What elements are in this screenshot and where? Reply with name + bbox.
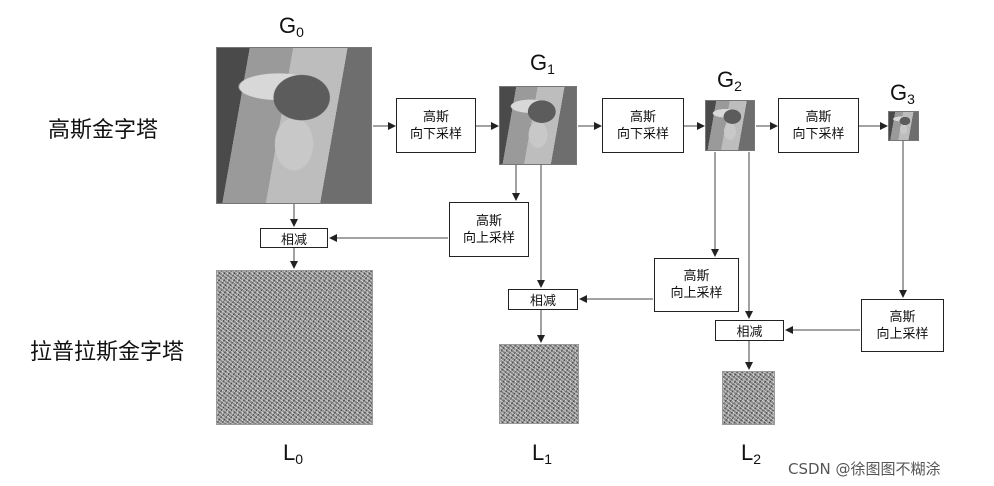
downsample-box-3: 高斯 向下采样 [778, 98, 859, 153]
subtract-box-1-label: 相减 [529, 294, 556, 309]
downsample-box-1: 高斯 向下采样 [396, 98, 476, 153]
laplacian-image-l2 [722, 371, 775, 425]
g3-label: G3 [890, 80, 915, 107]
downsample-box-3-line1: 高斯 [805, 109, 832, 125]
upsample-box-3: 高斯 向上采样 [861, 299, 944, 352]
g1-label: G1 [530, 50, 555, 77]
l2-label: L2 [741, 440, 761, 467]
l0-letter: L [283, 440, 296, 465]
upsample-box-2-line1: 高斯 [683, 269, 710, 284]
l1-index: 1 [544, 451, 553, 467]
g1-letter: G [530, 50, 548, 75]
l0-index: 0 [295, 451, 304, 467]
g1-index: 1 [547, 61, 555, 77]
gaussian-image-g1 [499, 86, 577, 165]
l2-index: 2 [753, 451, 762, 467]
upsample-box-1-line2: 向上采样 [462, 230, 515, 246]
downsample-box-1-line2: 向下采样 [409, 126, 462, 142]
gaussian-image-g0 [216, 47, 372, 204]
downsample-box-2-line2: 向下采样 [616, 126, 669, 142]
g0-letter: G [279, 13, 297, 38]
l0-label: L0 [283, 440, 303, 467]
g3-letter: G [890, 80, 908, 105]
g0-index: 0 [296, 24, 304, 40]
gaussian-pyramid-label: 高斯金字塔 [48, 118, 159, 143]
upsample-box-1-line1: 高斯 [475, 213, 502, 229]
subtract-box-0: 相减 [260, 228, 328, 248]
l1-label: L1 [532, 440, 552, 467]
upsample-box-2-line2: 向上采样 [670, 286, 723, 301]
g2-label: G2 [717, 67, 742, 94]
gaussian-image-g3 [888, 111, 919, 141]
g0-label: G0 [279, 13, 304, 40]
g2-index: 2 [734, 78, 742, 94]
downsample-box-1-line1: 高斯 [422, 109, 449, 125]
subtract-box-2: 相减 [715, 320, 784, 341]
upsample-box-2: 高斯 向上采样 [654, 258, 739, 312]
downsample-box-2: 高斯 向下采样 [602, 98, 684, 153]
upsample-box-3-line2: 向上采样 [876, 326, 929, 342]
l1-letter: L [532, 440, 545, 465]
laplacian-image-l1 [499, 344, 579, 424]
upsample-box-3-line1: 高斯 [889, 309, 916, 325]
watermark-text: CSDN @徐图图不糊涂 [788, 460, 941, 478]
subtract-box-2-label: 相减 [736, 325, 763, 340]
laplacian-pyramid-label: 拉普拉斯金字塔 [30, 340, 185, 365]
g2-letter: G [717, 67, 735, 92]
downsample-box-3-line2: 向下采样 [792, 126, 845, 142]
l2-letter: L [741, 440, 754, 465]
upsample-box-1: 高斯 向上采样 [449, 202, 529, 257]
subtract-box-0-label: 相减 [280, 232, 307, 248]
gaussian-image-g2 [705, 100, 755, 151]
downsample-box-2-line1: 高斯 [629, 109, 656, 125]
laplacian-image-l0 [216, 270, 373, 425]
subtract-box-1: 相减 [508, 289, 578, 310]
g3-index: 3 [907, 91, 915, 107]
